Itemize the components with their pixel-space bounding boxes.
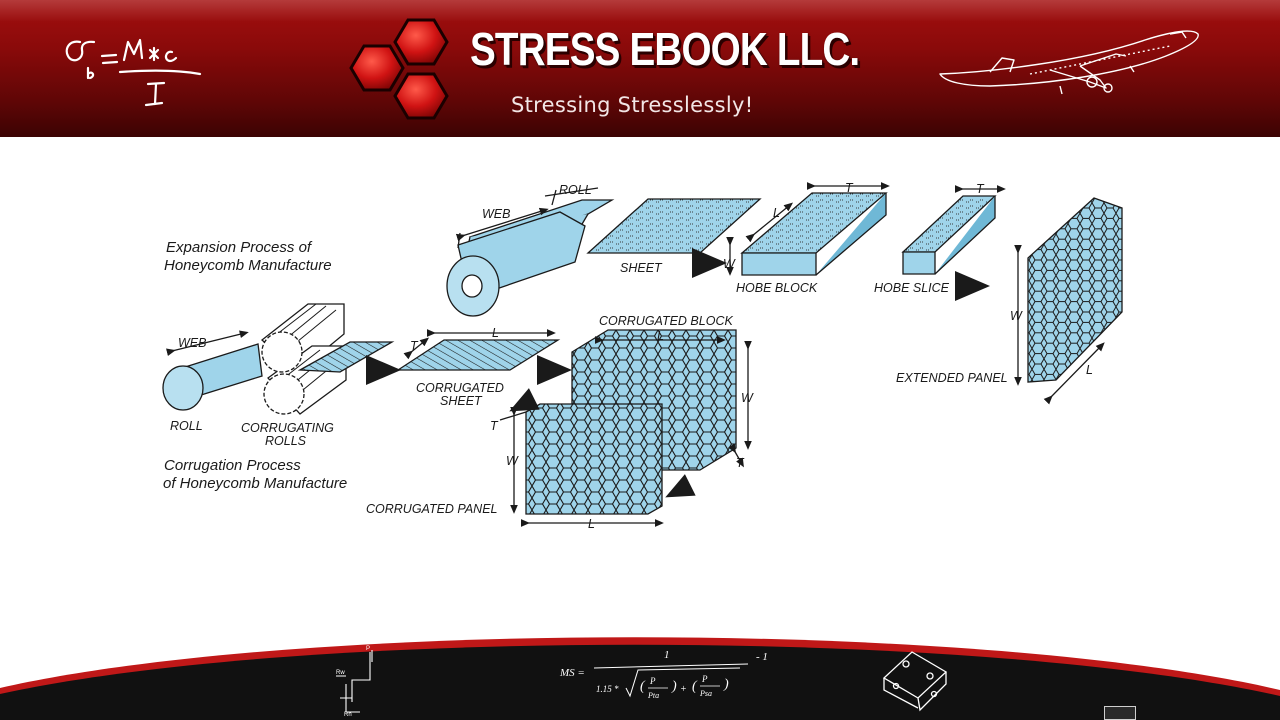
label-hobe-slice: HOBE SLICE	[874, 281, 950, 295]
hobe-block	[726, 182, 890, 276]
corner-button[interactable]	[1104, 706, 1136, 720]
label-w-cpanel: W	[506, 454, 519, 468]
jet-airliner-sketch-icon	[939, 30, 1199, 95]
label-hobe-block: HOBE BLOCK	[736, 281, 818, 295]
svg-text:Rh: Rh	[344, 712, 352, 718]
footer-band	[0, 644, 1280, 720]
label-corrugated-panel: CORRUGATED PANEL	[366, 502, 498, 516]
svg-text:): )	[723, 677, 729, 692]
svg-text:Rw: Rw	[336, 670, 345, 676]
expanded-sheet	[586, 198, 762, 254]
web-roll-top	[446, 187, 615, 317]
label-corrugating-rolls-line1: CORRUGATING	[241, 421, 334, 435]
svg-text:+: +	[680, 684, 687, 695]
extended-panel	[1014, 197, 1123, 405]
svg-text:1.15 *: 1.15 *	[596, 684, 619, 694]
header-gloss	[0, 0, 1280, 22]
svg-text:(: (	[692, 679, 698, 694]
label-t-cpanel: T	[490, 419, 499, 433]
label-web-bottom: WEB	[178, 336, 206, 350]
flow-arrow	[665, 474, 696, 498]
svg-text:Pta: Pta	[647, 691, 659, 700]
brand-tagline: Stressing Stresslessly!	[511, 93, 754, 117]
margin-of-safety-formula-icon: MS = 1 - 1 1.15 * ( P Pta ) + ( P Psa )	[559, 649, 768, 700]
red-hexagon-cluster-icon	[349, 18, 449, 120]
corrugating-rolls	[260, 303, 347, 415]
label-w-cblock: W	[741, 391, 754, 405]
expansion-title-line1: Expansion Process of	[166, 239, 313, 256]
label-corrugated-sheet-line2: SHEET	[440, 394, 483, 408]
svg-text:P: P	[649, 676, 656, 686]
corrugation-title-line1: Corrugation Process	[164, 457, 301, 474]
svg-text:- 1: - 1	[756, 651, 768, 663]
corrugated-strip	[297, 341, 395, 373]
label-roll-top: ROLL	[559, 183, 592, 197]
label-roll-bottom: ROLL	[170, 419, 203, 433]
label-l-corr: L	[492, 326, 499, 340]
label-l-cblock: L	[657, 329, 664, 343]
brand-title: STRESS EBOOK LLC.	[470, 23, 860, 75]
label-w-panel: W	[1010, 309, 1023, 323]
label-l-block: L	[773, 206, 780, 220]
honeycomb-manufacture-diagram: Expansion Process of Honeycomb Manufactu…	[162, 181, 1123, 531]
label-corrugating-rolls-line2: ROLLS	[265, 434, 307, 448]
label-l-panel: L	[1086, 363, 1093, 377]
label-t-cblock: T	[736, 456, 745, 470]
bending-stress-formula-icon	[65, 38, 202, 107]
expansion-title-line2: Honeycomb Manufacture	[164, 257, 332, 274]
flow-arrow	[509, 388, 540, 412]
label-corrugated-sheet-line1: CORRUGATED	[416, 381, 504, 395]
corrugation-title-line2: of Honeycomb Manufacture	[163, 475, 347, 492]
angle-fitting-sketch-icon	[882, 651, 948, 712]
label-extended-panel: EXTENDED PANEL	[896, 371, 1008, 385]
load-reaction-sketch-icon: P Rw Rh	[336, 646, 373, 718]
label-l-cpanel: L	[588, 517, 595, 531]
svg-text:MS =: MS =	[559, 667, 585, 679]
site-header: STRESS EBOOK LLC. Stressing Stresslessly…	[0, 0, 1280, 137]
label-w-sheet: W	[723, 257, 736, 271]
site-footer: P Rw Rh MS = 1 - 1 1.15 * ( P Pta ) + ( …	[0, 637, 1280, 720]
label-t-slice: T	[976, 182, 985, 196]
svg-text:P: P	[366, 646, 370, 652]
label-sheet: SHEET	[620, 261, 663, 275]
corrugated-sheet	[395, 329, 561, 371]
label-corrugated-block: CORRUGATED BLOCK	[599, 314, 733, 328]
svg-text:): )	[671, 679, 677, 694]
svg-text:Psa: Psa	[699, 689, 712, 698]
svg-text:1: 1	[664, 649, 670, 661]
svg-text:P: P	[701, 674, 708, 684]
label-t-block: T	[845, 181, 854, 195]
hobe-slice	[901, 185, 1006, 275]
svg-text:(: (	[640, 679, 646, 694]
label-web-top: WEB	[482, 207, 510, 221]
web-roll-bottom	[162, 330, 263, 411]
corrugated-panel	[499, 403, 664, 527]
label-t-corr: T	[410, 339, 419, 353]
